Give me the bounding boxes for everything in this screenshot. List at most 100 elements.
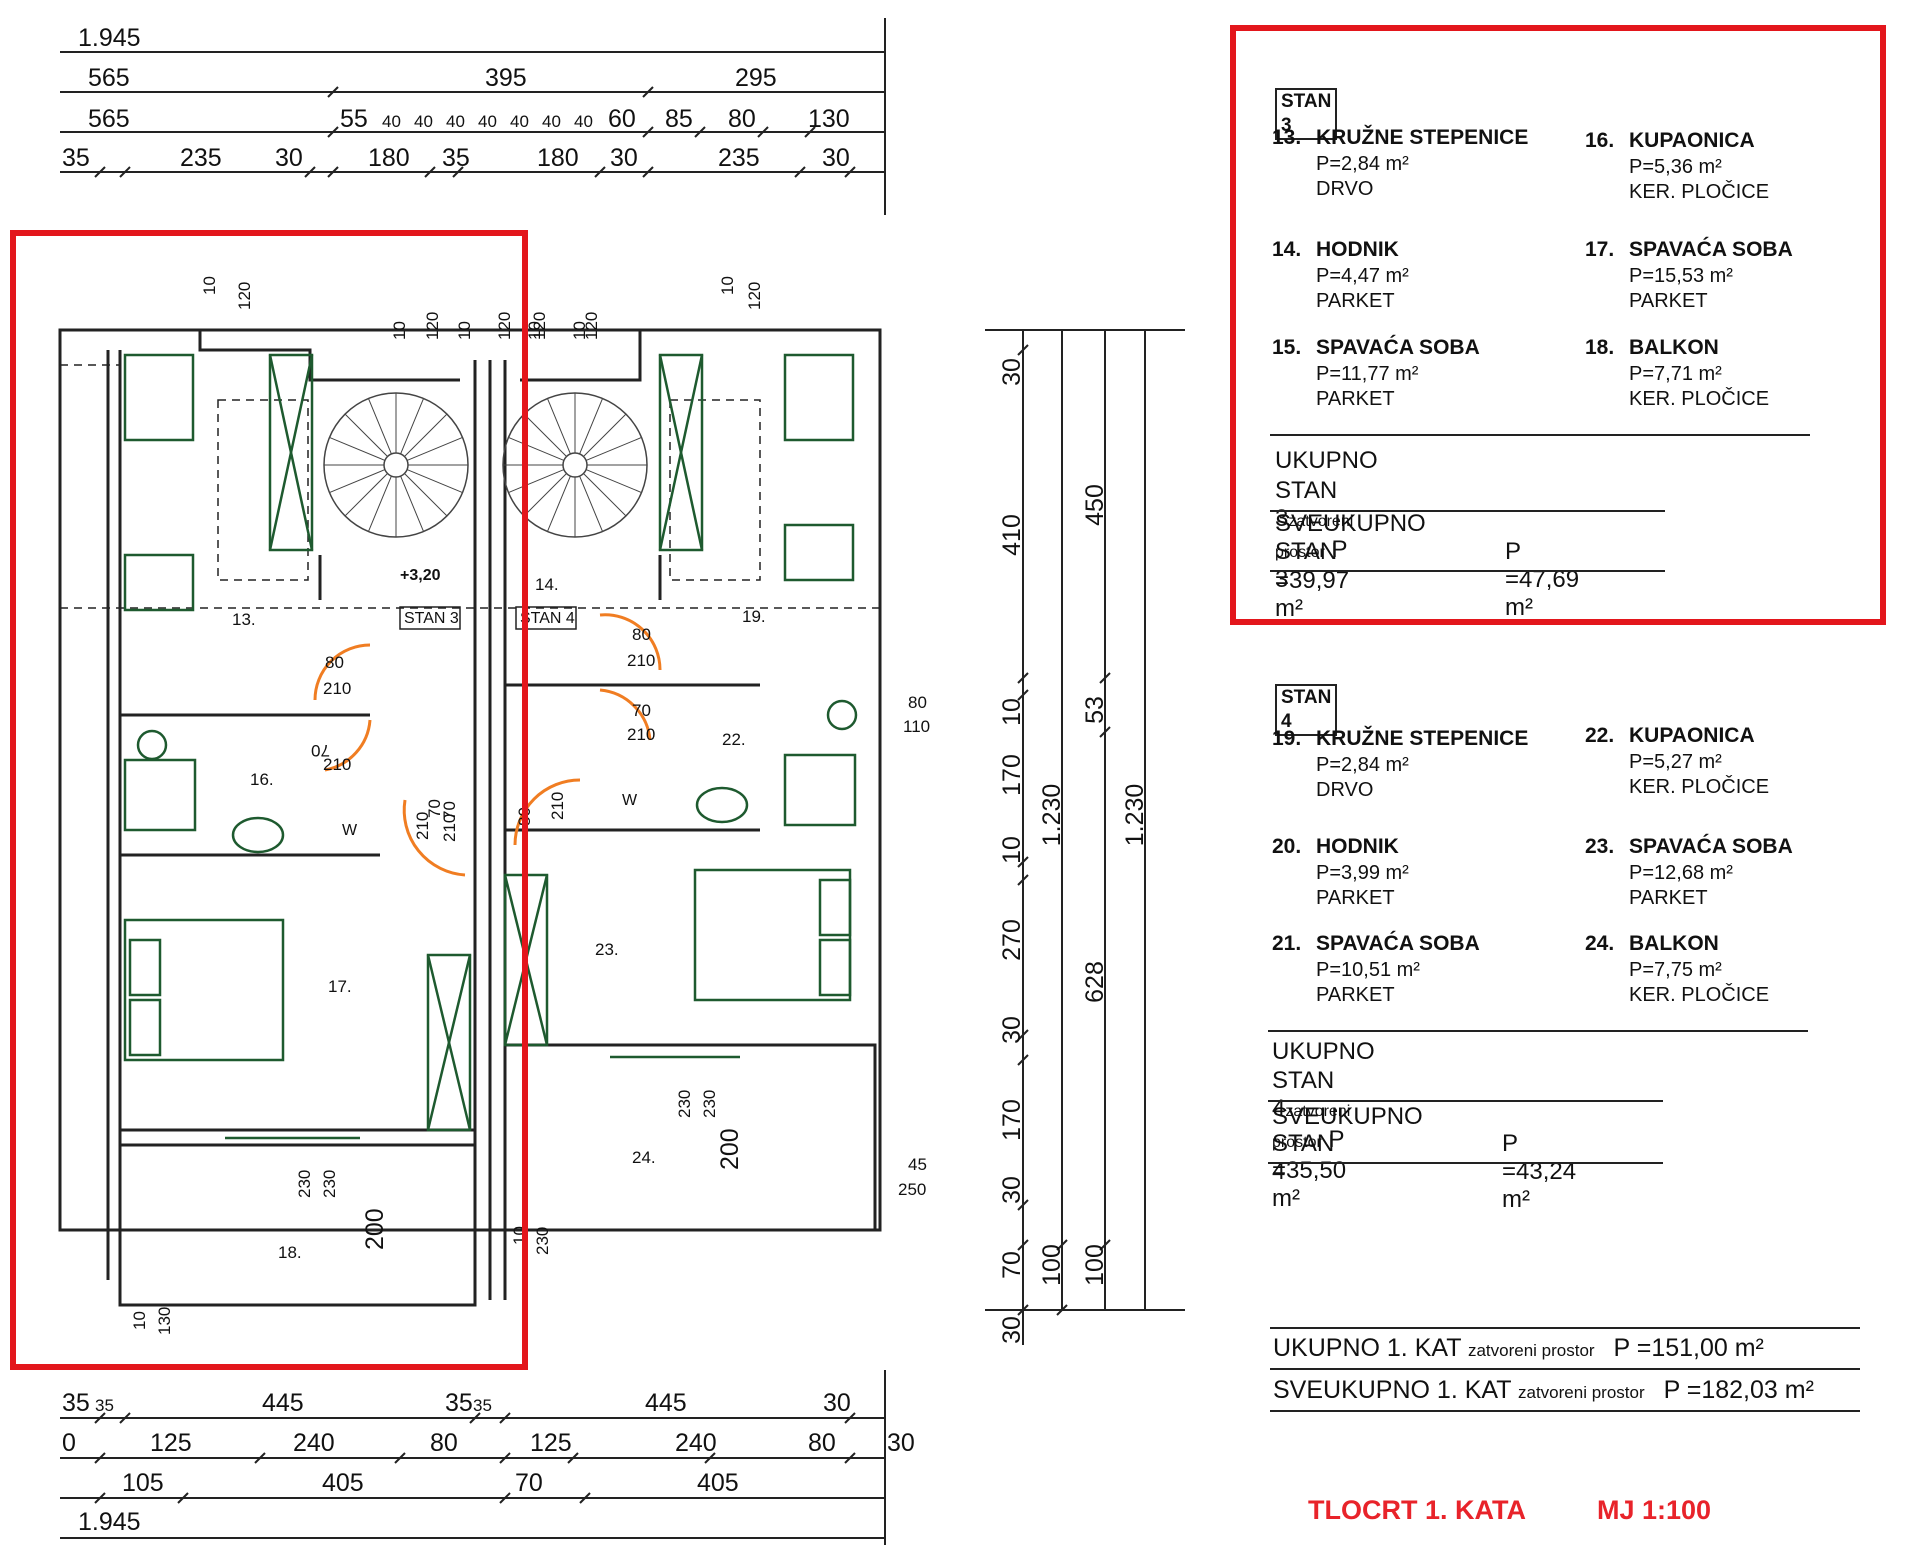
highlight-stan3-legend <box>1230 25 1886 625</box>
dimension-label: 10 <box>998 836 1026 864</box>
door-dimension-label: 200 <box>361 1208 389 1250</box>
dimension-tick <box>327 166 339 178</box>
dimension-label: 40 <box>414 112 433 131</box>
dimension-label: 40 <box>382 112 401 131</box>
stan3-sveukupno-label: SVEUKUPNO <box>1275 510 1426 537</box>
dimension-label: 55 <box>340 105 368 133</box>
door-dimension-label: 45 <box>908 1155 927 1174</box>
room-number: 14. <box>1272 238 1302 261</box>
note: zatvoreni prostor <box>1272 1103 1351 1151</box>
stan4-room: 24.BALKON P=7,75 m² KER. PLOČICE <box>1585 930 1885 1008</box>
dimension-label: 1.945 <box>78 1508 141 1536</box>
dimension-label: 30 <box>275 144 303 172</box>
dimension-label: 240 <box>675 1429 717 1457</box>
plan-stan4-tag: STAN 4 <box>520 610 575 627</box>
dimension-tick <box>1056 1239 1068 1251</box>
stan3-room: 13.KRUŽNE STEPENICE P=2,84 m² DRVO <box>1272 124 1572 202</box>
stair-tread <box>583 473 627 517</box>
dimension-tick <box>177 1492 189 1504</box>
room-number-label: 17. <box>328 977 352 996</box>
door-dimension-label: 230 <box>320 1170 339 1198</box>
summary-sveukupno-label: SVEUKUPNO 1. KAT <box>1273 1376 1512 1404</box>
room-number: 17. <box>1585 238 1615 261</box>
dimension-label: 35 <box>62 1389 90 1417</box>
dimension-tick <box>1099 672 1111 684</box>
room-floor: PARKET <box>1316 984 1395 1006</box>
opening-label: 10 <box>570 321 589 340</box>
stair-tread <box>585 436 642 461</box>
room-floor: KER. PLOČICE <box>1629 776 1770 798</box>
dimension-tick <box>1056 1304 1068 1316</box>
room-name: SPAVAĆA SOBA <box>1316 336 1480 359</box>
drawing-title: TLOCRT 1. KATA <box>1308 1495 1526 1525</box>
dimension-tick <box>452 166 464 178</box>
dimension-label: 30 <box>610 144 638 172</box>
door-dimension-label: 210 <box>627 725 655 744</box>
dimension-label: 450 <box>1081 484 1109 526</box>
stair-tread <box>344 413 388 457</box>
dimension-label: 10 <box>998 698 1026 726</box>
dimension-tick <box>499 1492 511 1504</box>
dimension-label: 35 <box>62 144 90 172</box>
dimension-label: 565 <box>88 64 130 92</box>
dimension-label: 170 <box>998 1099 1026 1141</box>
room-area: P=7,71 m² <box>1629 363 1722 385</box>
dimension-label: 40 <box>446 112 465 131</box>
room-name: SPAVAĆA SOBA <box>1316 932 1480 955</box>
stair-tread <box>583 413 627 457</box>
dimension-label: 40 <box>542 112 561 131</box>
highlight-stan3-plan <box>10 230 528 1370</box>
dimension-label: 1.230 <box>1038 784 1066 847</box>
summary-ukupno-row: UKUPNO 1. KAT zatvoreni prostor P =151,0… <box>1273 1333 1764 1366</box>
stan4-room: 21.SPAVAĆA SOBA P=10,51 m² PARKET <box>1272 930 1572 1008</box>
door-dimension-label: 70 <box>311 741 330 760</box>
dimension-tick <box>254 1452 266 1464</box>
room-floor: KER. PLOČICE <box>1629 984 1770 1006</box>
summary-sveukupno-row: SVEUKUPNO 1. KAT zatvoreni prostor P =18… <box>1273 1375 1814 1408</box>
dimension-tick <box>694 126 706 138</box>
dimension-tick <box>704 1452 716 1464</box>
dimension-label: 30 <box>998 358 1026 386</box>
dimension-label: 60 <box>608 105 636 133</box>
stan3-sveukupno-stan: STAN 3 <box>1275 538 1338 593</box>
stair-tread <box>523 413 567 457</box>
room-number-label: 16. <box>250 770 274 789</box>
room-area: P=15,53 m² <box>1629 265 1733 287</box>
room-area: P=11,77 m² <box>1316 363 1419 385</box>
stair-tread <box>367 475 392 532</box>
room-floor: DRVO <box>1316 178 1374 200</box>
room-area: P=5,36 m² <box>1629 156 1722 178</box>
dimension-tick <box>1017 1199 1029 1211</box>
room-number-label: 18. <box>278 1243 302 1262</box>
summary-ukupno-value: P =151,00 m² <box>1613 1334 1764 1362</box>
door-dimension-label: 80 <box>632 625 651 644</box>
dimension-tick <box>1017 856 1029 868</box>
dimension-label: 40 <box>510 112 529 131</box>
wc-mark: W <box>622 792 638 809</box>
ukupno-value: P =35,50 m² <box>1272 1126 1347 1212</box>
drawing-scale: MJ 1:100 <box>1597 1495 1712 1525</box>
opening-label: 120 <box>582 312 601 340</box>
stair-tread <box>546 398 571 455</box>
dimension-tick <box>469 1412 481 1424</box>
room-number: 18. <box>1585 336 1615 359</box>
dimension-tick <box>1017 874 1029 886</box>
divider <box>1268 1030 1808 1032</box>
divider <box>1270 1327 1860 1329</box>
dimension-tick <box>757 126 769 138</box>
dimension-tick <box>1017 1304 1029 1316</box>
room-area: P=7,75 m² <box>1629 959 1722 981</box>
stan4-sveukupno-stan: STAN 4 <box>1272 1130 1335 1185</box>
room-name: KRUŽNE STEPENICE <box>1316 126 1529 149</box>
dimension-tick <box>794 166 806 178</box>
dimension-tick <box>1017 689 1029 701</box>
dimension-label: 240 <box>293 1429 335 1457</box>
dimension-tick <box>94 166 106 178</box>
dimension-tick <box>499 1452 511 1464</box>
dimension-label: 30 <box>887 1429 915 1457</box>
stair-tread <box>579 398 604 455</box>
stair-tread <box>508 436 565 461</box>
summary-sveukupno-value: P =182,03 m² <box>1663 1376 1814 1404</box>
room-number-label: 23. <box>595 940 619 959</box>
